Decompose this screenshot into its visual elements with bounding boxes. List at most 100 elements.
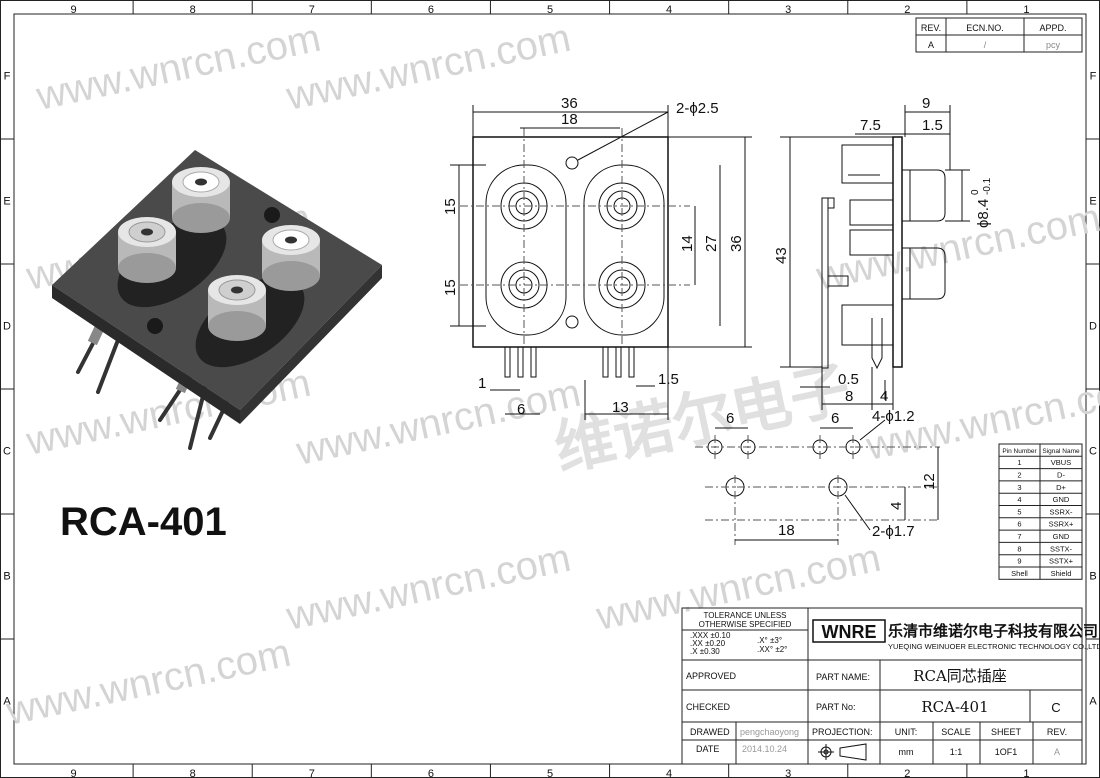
frame-row-letter: B [1089,570,1096,582]
rev-header-rev: REV. [921,23,941,33]
front-view-drawing [450,105,752,420]
pin-signal-cell: SSTX+ [1049,557,1074,566]
frame-column-number: 6 [428,768,434,778]
pin-number-cell: 5 [1017,507,1021,516]
tolerance-angle-x: .X° ±3° [757,636,782,645]
tolerance-xx: .XX ±0.20 [690,639,726,648]
frame-row-letter: E [3,195,10,207]
dim-pitch-14: 14 [679,235,696,252]
pin-number-cell: 6 [1017,520,1021,529]
dim-pcb-18: 18 [778,522,795,539]
dim-pin-1: 1 [478,375,486,392]
frame-row-letter: D [1089,320,1097,332]
frame-column-number: 4 [666,4,672,16]
pin-table-header-number: Pin Number [1002,448,1037,455]
frame-column-number: 4 [666,768,672,778]
frame-row-letter: F [1090,70,1097,82]
pin-signal-cell: D+ [1056,483,1066,492]
pin-signal-cell: Shield [1051,569,1072,578]
date-label: DATE [696,744,719,754]
tolerance-subtitle: OTHERWISE SPECIFIED [699,620,792,629]
company-name-en: YUEQING WEINUOER ELECTRONIC TECHNOLOGY C… [888,642,1100,651]
dim-depth-1.5: 1.5 [922,117,943,134]
frame-row-letter: D [3,320,11,332]
product-model-label: RCA-401 [60,500,227,544]
dim-height-27: 27 [703,235,720,252]
drawed-value: pengchaoyong [740,727,799,737]
tolerance-title: TOLERANCE UNLESS [704,611,787,620]
title-block [681,607,1083,765]
pin-signal-cell: GND [1053,495,1070,504]
dim-height-15a: 15 [442,198,459,215]
pin-number-cell: 9 [1017,557,1021,566]
dim-pcb-6a: 6 [726,410,734,427]
revision-table: REV. ECN.NO. APPD. A / pcy [915,17,1083,53]
company-logo: WNRE [812,619,886,643]
dim-height-43: 43 [773,247,790,264]
frame-row-letter: B [3,570,10,582]
dim-holes-2-phi2.5: 2-ϕ2.5 [676,100,719,117]
pin-number-cell: 3 [1017,483,1021,492]
rev-label: REV. [1047,727,1067,737]
frame-row-letter: F [4,70,11,82]
pin-number-cell: 8 [1017,544,1021,553]
part-name-value: RCA同芯插座 [913,667,1007,685]
scale-label: SCALE [941,727,971,737]
frame-column-number: 5 [547,4,553,16]
projection-symbol-icon [818,743,867,761]
frame-column-number: 8 [190,768,196,778]
unit-value: mm [899,747,914,757]
sheet-value: 1OF1 [995,747,1018,757]
pin-number-cell: 4 [1017,495,1021,504]
date-value: 2014.10.24 [742,744,787,754]
frame-column-numbers: 9 9 8 8 7 7 6 6 5 5 4 43 3 2 2 1 1 [70,4,1029,778]
dim-pin-1.5: 1.5 [658,371,679,388]
frame-row-letter: A [1089,695,1097,707]
watermark-chinese: 维诺尔电子 [549,354,857,485]
pin-table-header-signal: Signal Name [1042,448,1080,455]
part-no-label: PART No: [816,702,856,712]
approved-label: APPROVED [686,671,737,681]
rev-value: A [1054,747,1060,757]
pin-signal-cell: SSTX- [1050,544,1073,553]
dim-pin-13: 13 [612,399,629,416]
pin-signal-cell: D- [1057,470,1065,479]
title-block-text: TOLERANCE UNLESS OTHERWISE SPECIFIED .XX… [686,611,1100,761]
pin-number-cell: 1 [1017,458,1021,467]
pin-signal-cell: SSRX+ [1049,520,1074,529]
dim-depth-7.5: 7.5 [860,117,881,134]
frame-row-letter: C [1089,445,1097,457]
dim-offset-8: 8 [845,388,853,405]
pin-number-cell: Shell [1011,569,1028,578]
tolerance-x: .X ±0.30 [690,647,720,656]
frame-column-number: 2 [904,768,910,778]
dim-spacing-18: 18 [561,111,578,128]
dim-pcb-6b: 6 [831,410,839,427]
frame-column-number: 6 [428,4,434,16]
front-view-dimensions: 36 18 2-ϕ2.5 15 15 14 27 36 1 6 13 1.5 [442,95,745,418]
pin-signal-cell: SSRX- [1050,507,1073,516]
projection-label: PROJECTION: [812,727,873,737]
frame-row-letter: E [1089,195,1096,207]
watermark-text: www.wnrcn.com [2,631,295,734]
side-view-dimensions: 9 7.5 1.5 43 ϕ8.4 0 -0.1 0.5 8 4 [773,95,993,405]
pin-signal-cell: GND [1053,532,1070,541]
frame-column-number: 9 [70,768,76,778]
dim-tol-lower: -0.1 [982,177,993,195]
frame-column-number: 1 [1023,768,1029,778]
dim-pcb-holes-1.2: 4-ϕ1.2 [872,408,915,425]
frame-column-number: 2 [904,4,910,16]
frame-column-number: 7 [309,768,315,778]
frame-column-number: 7 [309,4,315,16]
watermark-text: www.wnrcn.com [282,16,575,119]
dim-pcb-holes-1.7: 2-ϕ1.7 [872,523,915,540]
scale-value: 1:1 [950,747,963,757]
pcb-layout-drawing [695,419,940,545]
dim-pcb-12: 12 [921,473,938,490]
pcb-layout-dimensions: 6 6 4-ϕ1.2 12 4 18 2-ϕ1.7 [726,408,938,540]
sheet-label: SHEET [991,727,1022,737]
checked-label: CHECKED [686,702,731,712]
product-photo [52,150,382,450]
rev-header-appd: APPD. [1039,23,1066,33]
